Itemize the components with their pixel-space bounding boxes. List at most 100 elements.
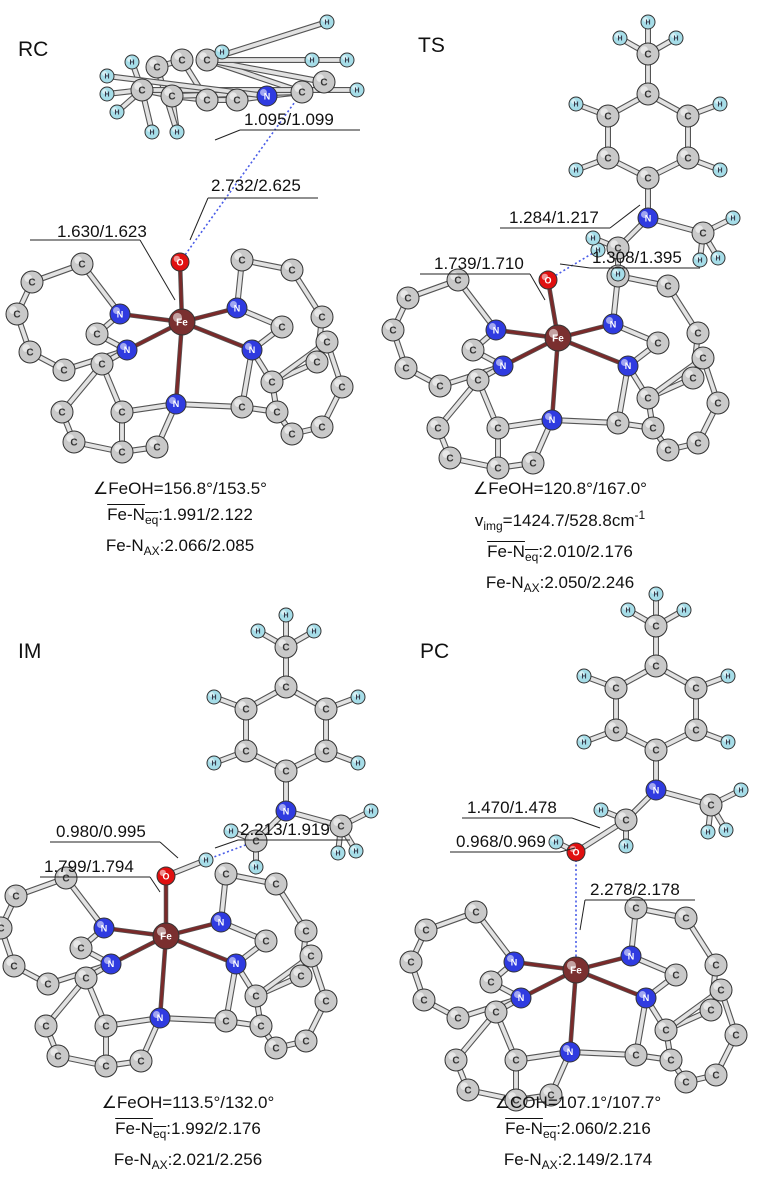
carbon-atom: C	[654, 1018, 678, 1042]
distance-pointer	[214, 129, 241, 141]
iron-atom-label: Fe	[570, 966, 582, 977]
carbon-atom-label: C	[682, 914, 689, 925]
rc-distance-oh: 2.732/2.625	[211, 176, 301, 195]
carbon-atom-label: C	[282, 683, 289, 694]
carbon-atom: C	[444, 1048, 468, 1072]
carbon-atom-label: C	[712, 1071, 719, 1082]
carbon-atom: C	[280, 422, 304, 446]
ts-bond	[550, 336, 560, 422]
carbon-atom-label: C	[474, 376, 481, 387]
hydrogen-atom: H	[676, 602, 692, 618]
hydrogen-atom-label: H	[595, 248, 600, 255]
carbon-atom: C	[706, 391, 730, 415]
rc-distance-ch: 1.095/1.099	[244, 110, 334, 129]
carbon-atom-label: C	[298, 88, 305, 99]
hydrogen-atom: H	[124, 54, 140, 70]
im-metrics: ∠FeOH=113.5°/132.0° Fe-Neq:1.992/2.176 F…	[68, 1090, 308, 1178]
carbon-atom-label: C	[338, 383, 345, 394]
iron-atom: Fe	[168, 308, 196, 336]
carbon-atom: C	[504, 1088, 528, 1112]
carbon-atom-label: C	[402, 364, 409, 375]
carbon-atom-label: C	[153, 63, 160, 74]
hydrogen-atom-label: H	[203, 858, 208, 865]
carbon-atom-label: C	[652, 746, 659, 757]
carbon-atom-label: C	[242, 705, 249, 716]
pc-fe-neq: Fe-Neq:2.060/2.216	[505, 1119, 651, 1141]
hydrogen-atom-label: H	[581, 740, 586, 747]
carbon-atom: C	[195, 48, 219, 72]
carbon-atom: C	[636, 166, 660, 190]
carbon-atom: C	[684, 676, 708, 700]
nitrogen-atom: N	[226, 297, 248, 319]
im-bond	[158, 934, 168, 1020]
carbon-atom-label: C	[102, 1022, 109, 1033]
hydrogen-atom-label: H	[253, 865, 258, 872]
hydrogen-atom: H	[620, 602, 636, 618]
hydrogen-atom: H	[720, 668, 736, 684]
hydrogen-atom-label: H	[581, 674, 586, 681]
iron-atom-label: Fe	[552, 334, 564, 345]
carbon-atom: C	[294, 1029, 318, 1053]
hydrogen-atom: H	[206, 755, 222, 771]
oxygen-atom-label: O	[544, 275, 551, 285]
nitrogen-atom: N	[149, 1007, 171, 1029]
carbon-atom-label: C	[62, 874, 69, 885]
hydrogen-atom-label: H	[615, 272, 620, 279]
hydrogen-atom: H	[590, 242, 606, 258]
carbon-atom-label: C	[644, 50, 651, 61]
nitrogen-atom: N	[93, 917, 115, 939]
carbon-atom: C	[265, 400, 289, 424]
carbon-atom-label: C	[238, 256, 245, 267]
nitrogen-atom-label: N	[264, 91, 271, 101]
hydrogen-atom-label: H	[283, 613, 288, 620]
nitrogen-atom: N	[635, 987, 657, 1009]
ts-distance-ch: 1.284/1.217	[509, 208, 599, 227]
carbon-atom: C	[244, 829, 268, 853]
carbon-atom: C	[94, 1014, 118, 1038]
carbon-atom-label: C	[664, 446, 671, 457]
carbon-atom: C	[636, 82, 660, 106]
hydrogen-atom: H	[618, 838, 634, 854]
hydrogen-atom: H	[109, 104, 125, 120]
ts-bonds	[390, 19, 736, 471]
distance-pointer	[579, 899, 586, 931]
carbon-atom-label: C	[512, 1056, 519, 1067]
carbon-atom: C	[36, 972, 60, 996]
hydrogen-atom-label: H	[717, 102, 722, 109]
hydrogen-atom: H	[710, 250, 726, 266]
carbon-atom-label: C	[622, 816, 629, 827]
hydrogen-atom-label: H	[353, 849, 358, 856]
nitrogen-atom: N	[485, 319, 507, 341]
hydrogen-atom: H	[593, 802, 609, 818]
carbon-atom-label: C	[272, 1044, 279, 1055]
carbon-atom: C	[310, 305, 334, 329]
im-distance-feo: 1.799/1.794	[44, 857, 134, 876]
ts-interaction-dots	[547, 249, 599, 281]
hydrogen-atom: H	[206, 689, 222, 705]
oxygen-atom: O	[156, 866, 176, 886]
hydrogen-atom: H	[648, 586, 664, 602]
nitrogen-atom: N	[492, 355, 514, 377]
carbon-atom-label: C	[529, 459, 536, 470]
oxygen-atom-label: O	[572, 847, 579, 857]
carbon-atom: C	[260, 370, 284, 394]
carbon-atom-label: C	[632, 1051, 639, 1062]
nitrogen-atom-label: N	[549, 415, 556, 425]
ts-atoms: FeNNNNNCCCCCCCCCCCCCCCCCCCCCCCCOHCCCCCCC…	[381, 14, 741, 480]
oxygen-atom-label: O	[162, 871, 169, 881]
iron-atom-label: Fe	[160, 932, 172, 943]
hydrogen-atom-label: H	[324, 20, 329, 27]
carbon-atom: C	[428, 374, 452, 398]
carbon-atom: C	[624, 1043, 648, 1067]
carbon-atom: C	[234, 697, 258, 721]
nitrogen-atom: N	[617, 355, 639, 377]
carbon-atom: C	[426, 416, 450, 440]
carbon-atom-label: C	[614, 419, 621, 430]
carbon-atom: C	[230, 395, 254, 419]
carbon-atom: C	[596, 146, 620, 170]
carbon-atom-label: C	[632, 904, 639, 915]
distance-leader-lines	[30, 129, 700, 931]
